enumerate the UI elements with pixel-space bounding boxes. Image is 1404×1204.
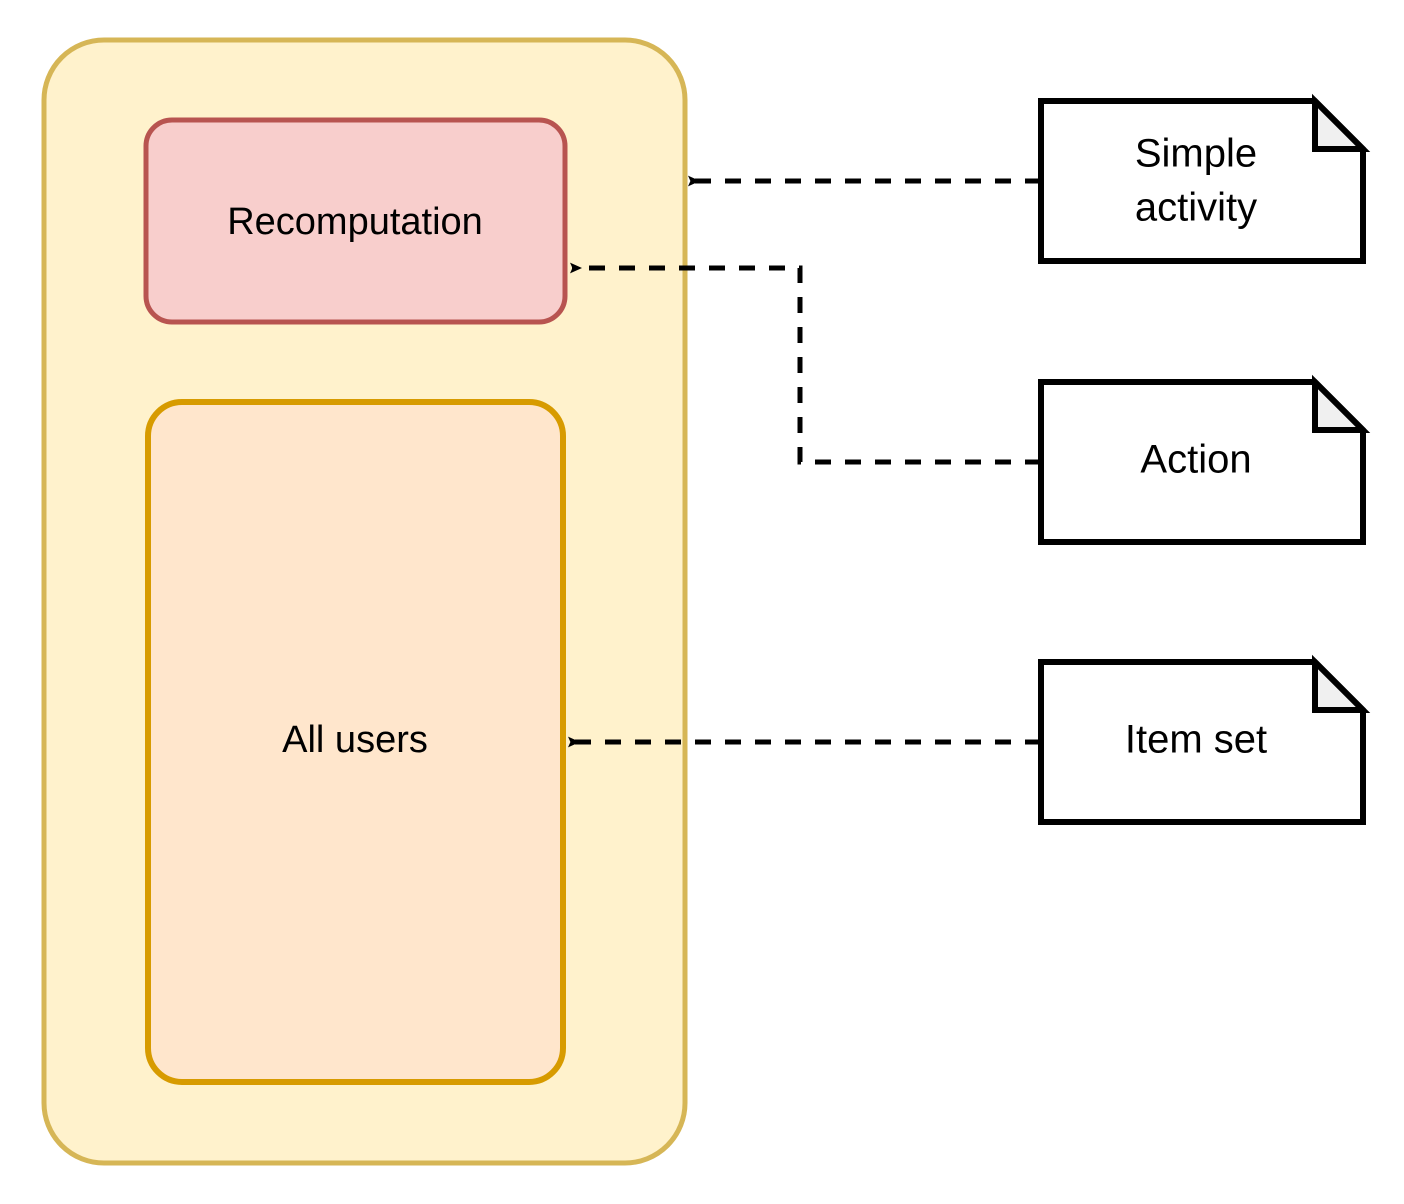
node-recomputation[interactable]: Recomputation [143, 117, 568, 325]
note-item-set-fold-icon [1312, 654, 1371, 713]
note-item-set-label: Item set [1125, 718, 1267, 762]
note-simple-activity-label-line-2: activity [1135, 186, 1257, 230]
all-users-box[interactable] [145, 399, 566, 1085]
note-action-label: Action [1140, 438, 1251, 482]
recomputation-box[interactable] [143, 117, 568, 325]
note-simple-activity-label-line-1: Simple [1135, 132, 1257, 176]
recomputation-label: Recomputation [227, 201, 483, 243]
note-action-body[interactable] [1038, 379, 1366, 545]
node-all-users[interactable]: All users [145, 399, 566, 1085]
note-simple-activity[interactable]: Simple activity [1038, 93, 1371, 264]
note-item-set-body[interactable] [1038, 659, 1366, 825]
note-action[interactable]: Action [1038, 374, 1371, 545]
note-simple-activity-body[interactable] [1038, 98, 1366, 264]
note-simple-activity-fold-icon [1312, 93, 1371, 152]
note-action-fold-icon [1312, 374, 1371, 433]
all-users-label: All users [282, 719, 428, 761]
note-item-set[interactable]: Item set [1038, 654, 1371, 825]
connector-action-to-recomputation[interactable] [570, 262, 1041, 465]
